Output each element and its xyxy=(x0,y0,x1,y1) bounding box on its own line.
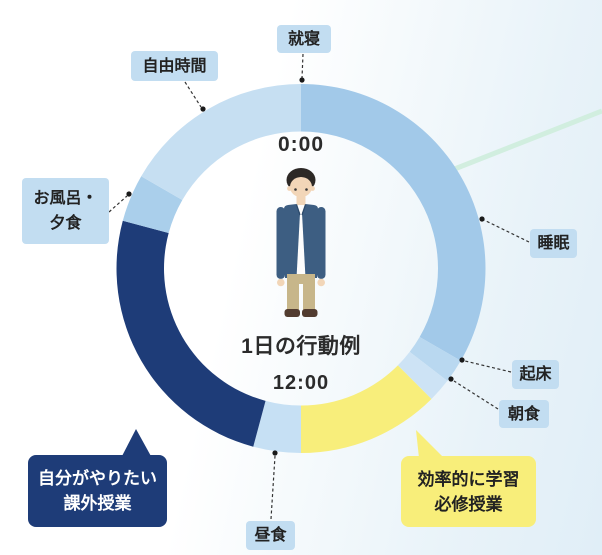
bubble-tails xyxy=(121,429,444,458)
label-free-time: 自由時間 xyxy=(131,51,218,81)
person-hand-right xyxy=(317,278,326,287)
person-shoe-left xyxy=(284,309,300,317)
person-lapel-right xyxy=(301,204,307,216)
person-leg-right xyxy=(303,280,315,311)
bubble-tail-required-classes xyxy=(416,430,444,458)
label-bath-dinner: お風呂・ 夕食 xyxy=(22,178,109,244)
person-jacket-left xyxy=(284,204,300,278)
person-neck xyxy=(296,195,306,205)
person-fringe xyxy=(287,169,315,185)
person-hand-left xyxy=(277,278,285,287)
callout-connector-line xyxy=(464,360,512,373)
person-illustration xyxy=(276,168,326,317)
person-shoe-right xyxy=(302,309,318,317)
person-leg-left xyxy=(287,280,299,311)
person-eye-left xyxy=(294,188,297,191)
callout-anchor-dot xyxy=(126,191,132,197)
person-arm-left xyxy=(276,207,285,279)
person-arm-right xyxy=(317,207,326,279)
callout-anchor-dot xyxy=(459,357,465,363)
background-streak xyxy=(451,108,602,173)
donut-segment-朝食 xyxy=(397,351,448,399)
label-wake-up: 起床 xyxy=(512,360,559,389)
person-ear-right xyxy=(310,186,315,191)
person-lapel-left xyxy=(295,204,301,216)
person-eye-right xyxy=(305,188,308,191)
callout-connector-line xyxy=(453,380,499,410)
bubble-required-line2: 必修授業 xyxy=(434,494,503,514)
callout-connector-line xyxy=(301,53,304,79)
bubble-required-line1: 効率的に学習 xyxy=(417,469,520,489)
donut-segment-睡眠 xyxy=(301,84,486,361)
bubble-extracurricular: 自分がやりたい 課外授業 xyxy=(28,455,167,527)
label-bedtime: 就寝 xyxy=(277,25,331,53)
callout-connector-line xyxy=(184,81,202,108)
donut-segment-自由時間 xyxy=(141,84,301,200)
callout-connector-line xyxy=(483,219,530,243)
callout-anchor-dot xyxy=(272,450,278,456)
callout-connector-line xyxy=(108,195,128,213)
donut-segment-昼食 xyxy=(253,400,301,453)
callout-connector-line xyxy=(270,455,276,520)
bubble-required-classes: 効率的に学習 必修授業 xyxy=(401,456,536,527)
label-sleep: 睡眠 xyxy=(530,229,577,258)
label-breakfast: 朝食 xyxy=(499,400,549,428)
bubble-extracurricular-line1: 自分がやりたい xyxy=(38,469,157,488)
person-face xyxy=(290,177,312,197)
center-title: 1日の行動例 xyxy=(241,335,361,358)
callout-anchor-dot xyxy=(448,376,454,382)
callout-connectors xyxy=(108,53,530,520)
person-hips xyxy=(287,274,315,284)
donut-ring xyxy=(116,84,486,453)
center-time-top: 0:00 xyxy=(277,133,325,156)
bubble-extracurricular-line2: 課外授業 xyxy=(63,494,132,513)
callout-anchor-dot xyxy=(200,106,206,112)
person-jacket-right xyxy=(302,204,318,278)
donut-segment-お風呂・夕食 xyxy=(122,176,183,234)
callout-anchor-dot xyxy=(479,216,485,222)
center-time-bottom: 12:00 xyxy=(272,372,330,394)
donut-segment-課外授業 xyxy=(116,220,266,447)
callout-anchor-dot xyxy=(299,77,305,83)
label-lunch: 昼食 xyxy=(246,521,295,550)
person-ear-left xyxy=(287,186,292,191)
donut-segment-起床 xyxy=(409,337,461,381)
donut-segment-必修授業 xyxy=(301,365,432,453)
bubble-tail-extracurricular xyxy=(121,429,152,458)
